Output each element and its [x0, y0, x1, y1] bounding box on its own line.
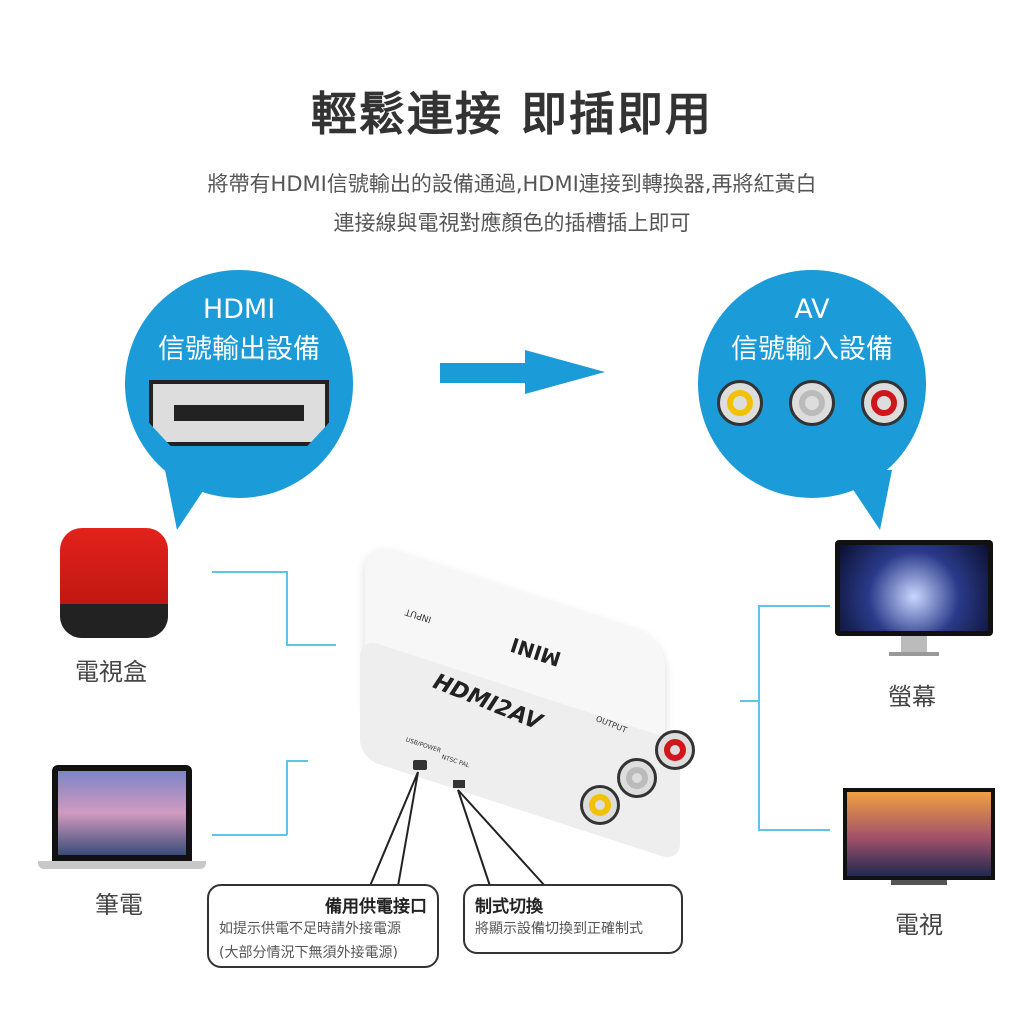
subtitle-line-2: 連接線與電視對應顏色的插槽插上即可 [333, 211, 691, 235]
callout-title: 備用供電接口 [325, 897, 427, 917]
connector-line [286, 644, 336, 646]
device-rca-red [655, 730, 695, 770]
rca-yellow-icon [717, 380, 763, 426]
bubble-title: HDMI [202, 294, 276, 325]
laptop-icon [38, 765, 206, 869]
callout-text: (大部分情況下無須外接電源) [219, 945, 398, 961]
tv-box-icon [60, 528, 168, 638]
usb-port [413, 760, 427, 770]
bubble-title: AV [794, 294, 830, 325]
monitor-icon [835, 540, 993, 660]
bubble-tail [840, 470, 892, 530]
subtitle-line-1: 將帶有HDMI信號輸出的設備通過,HDMI連接到轉換器,再將紅黃白 [207, 172, 817, 196]
connector-line [286, 571, 288, 645]
connector-line [758, 605, 830, 607]
connector-line [758, 605, 760, 830]
connector-line [286, 760, 288, 835]
bubble-subtitle: 信號輸入設備 [731, 334, 893, 365]
bubble-tail [165, 470, 217, 530]
connector-line [212, 571, 287, 573]
source-label-laptop: 筆電 [95, 891, 143, 919]
arrow-right-icon [440, 350, 605, 394]
source-label-tv-box: 電視盒 [75, 658, 147, 686]
callout-format-switch: 制式切換 將顯示設備切換到正確制式 [463, 884, 683, 954]
output-label-tv: 電視 [895, 911, 943, 939]
ntsc-pal-switch[interactable] [453, 780, 465, 788]
rca-white-icon [789, 380, 835, 426]
tv-icon [843, 788, 995, 888]
connector-line [286, 760, 308, 762]
page-title: 輕鬆連接 即插即用 [310, 87, 713, 141]
callout-text: 將顯示設備切換到正確制式 [475, 921, 643, 937]
hdmi2av-converter: INPUT MINI HDMI2AV OUTPUT USB/POWER NTSC… [345, 541, 695, 862]
hdmi-source-bubble: HDMI 信號輸出設備 [125, 270, 353, 498]
output-label-monitor: 螢幕 [888, 683, 936, 711]
rca-red-icon [861, 380, 907, 426]
device-rca-white [617, 758, 657, 798]
callout-text: 如提示供電不足時請外接電源 [219, 921, 401, 937]
device-rca-yellow [580, 785, 620, 825]
connector-line [212, 834, 287, 836]
hdmi-port-icon [149, 380, 329, 446]
connector-line [758, 829, 830, 831]
av-output-bubble: AV 信號輸入設備 [698, 270, 926, 498]
bubble-subtitle: 信號輸出設備 [158, 334, 320, 365]
connector-line [740, 700, 760, 702]
callout-title: 制式切換 [475, 897, 543, 917]
callout-power: 備用供電接口 如提示供電不足時請外接電源 (大部分情況下無須外接電源) [207, 884, 439, 968]
